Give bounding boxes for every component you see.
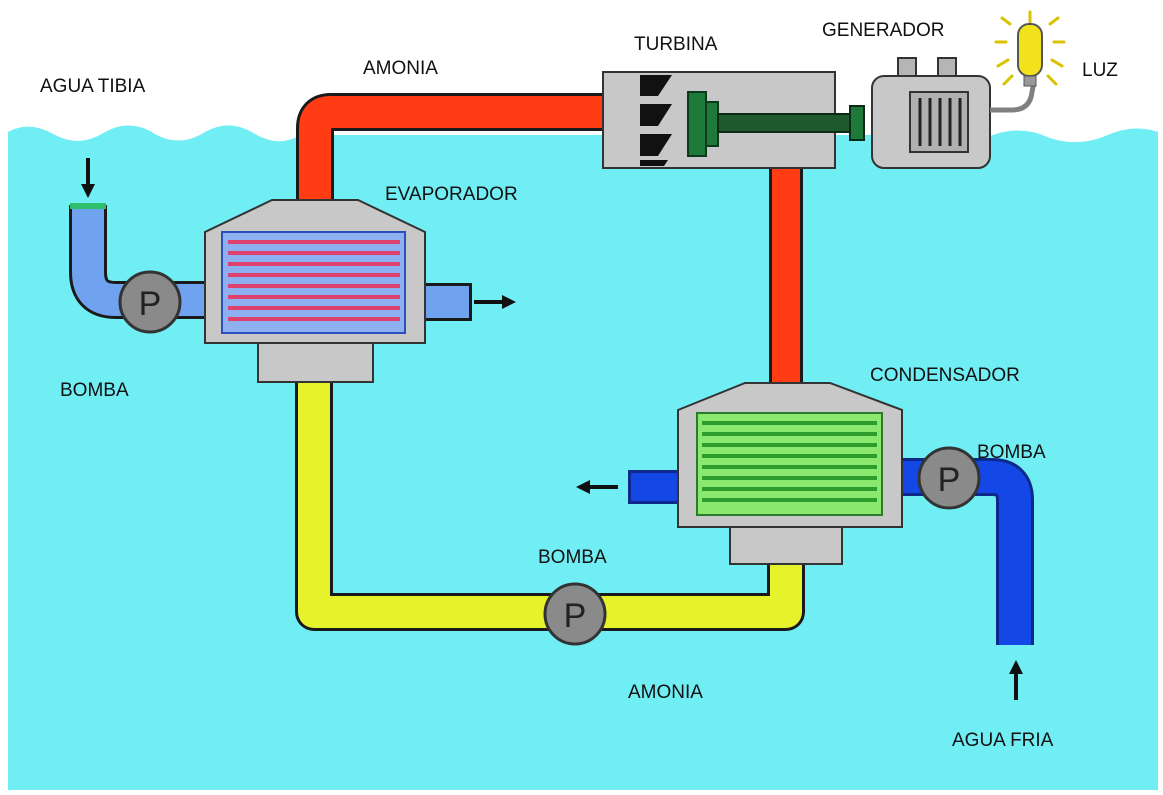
power-wire	[990, 81, 1037, 113]
pump-symbol: P	[564, 597, 587, 635]
inflow-arrow-warm	[81, 158, 95, 198]
pump-symbol: P	[139, 285, 162, 323]
label-amonia-top: AMONIA	[363, 58, 438, 79]
turbine-shaft	[717, 105, 865, 141]
warm-water-pipe	[69, 203, 472, 321]
pump-left: P	[118, 270, 182, 334]
evaporator-coils	[228, 240, 400, 321]
label-bomba-bottom: BOMBA	[538, 547, 607, 568]
turbine-blades	[640, 75, 672, 166]
condenser	[677, 382, 903, 565]
label-agua-fria: AGUA FRIA	[952, 730, 1054, 751]
label-condensador: CONDENSADOR	[870, 365, 1020, 386]
hot-ammonia-pipe	[296, 93, 803, 385]
label-amonia-bottom: AMONIA	[628, 682, 703, 703]
label-luz: LUZ	[1082, 60, 1118, 81]
generator	[871, 57, 991, 169]
label-bomba-left: BOMBA	[60, 380, 129, 401]
label-evaporador: EVAPORADOR	[385, 184, 518, 205]
pump-bottom: P	[543, 582, 607, 646]
condenser-coils	[702, 421, 877, 502]
label-agua-tibia: AGUA TIBIA	[40, 76, 146, 97]
label-generador: GENERADOR	[822, 20, 944, 41]
label-bomba-right: BOMBA	[977, 442, 1046, 463]
outflow-arrow-warm	[474, 295, 516, 309]
inflow-arrow-cold	[1009, 660, 1023, 700]
pump-right: P	[917, 446, 981, 510]
pump-symbol: P	[938, 461, 961, 499]
outflow-arrow-cold	[576, 480, 618, 494]
light-bulb-icon	[994, 10, 1066, 87]
label-turbina: TURBINA	[634, 34, 718, 55]
evaporator	[204, 199, 426, 383]
